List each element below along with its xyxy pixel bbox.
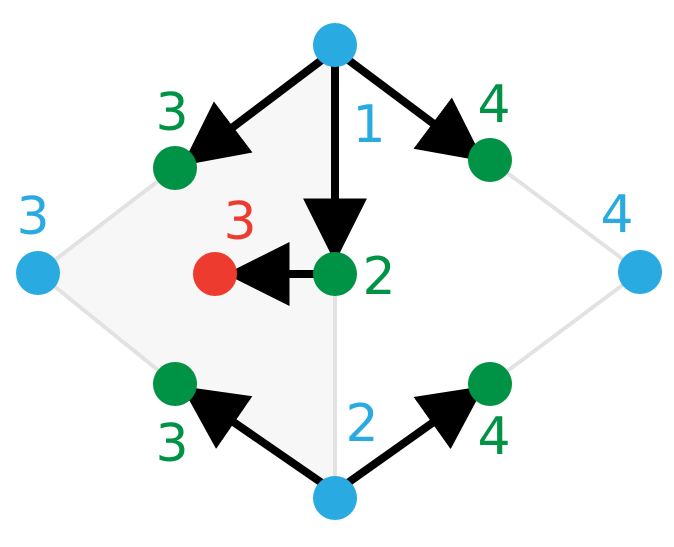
arrows xyxy=(181,46,485,496)
arrow-top-to-upper-right xyxy=(331,46,484,162)
label-red: 3 xyxy=(223,192,256,252)
label-lower-right: 4 xyxy=(477,407,510,467)
node-top xyxy=(313,23,357,67)
arrow-top-to-upper-left xyxy=(182,46,339,166)
label-right: 4 xyxy=(600,185,633,245)
node-center xyxy=(313,252,357,296)
label-upper-left: 3 xyxy=(155,83,188,143)
label-center: 2 xyxy=(362,247,395,307)
node-red xyxy=(193,252,237,296)
label-top: 1 xyxy=(352,95,385,155)
label-lower-left: 3 xyxy=(155,414,188,474)
edge-left-to-lower-left xyxy=(36,271,177,386)
edge-right-to-lower-right xyxy=(488,270,642,386)
labels: 1 3 4 2 3 4 2 3 3 4 xyxy=(16,75,633,474)
shaded-region xyxy=(38,45,335,498)
node-bottom xyxy=(313,476,357,520)
arrow-bottom-to-lower-right xyxy=(331,386,485,496)
node-lower-right xyxy=(468,362,512,406)
node-right xyxy=(618,250,662,294)
label-left: 3 xyxy=(16,187,49,247)
label-bottom: 2 xyxy=(345,394,378,454)
node-upper-right xyxy=(468,138,512,182)
node-upper-left xyxy=(153,146,197,190)
label-upper-right: 4 xyxy=(477,75,510,135)
arrow-bottom-to-lower-left xyxy=(181,386,339,496)
node-left xyxy=(16,251,60,295)
nodes xyxy=(16,23,662,520)
edge-left-to-upper-left xyxy=(36,166,177,275)
graph-edges xyxy=(36,158,642,498)
edge-right-to-upper-right xyxy=(488,158,642,274)
node-lower-left xyxy=(153,362,197,406)
